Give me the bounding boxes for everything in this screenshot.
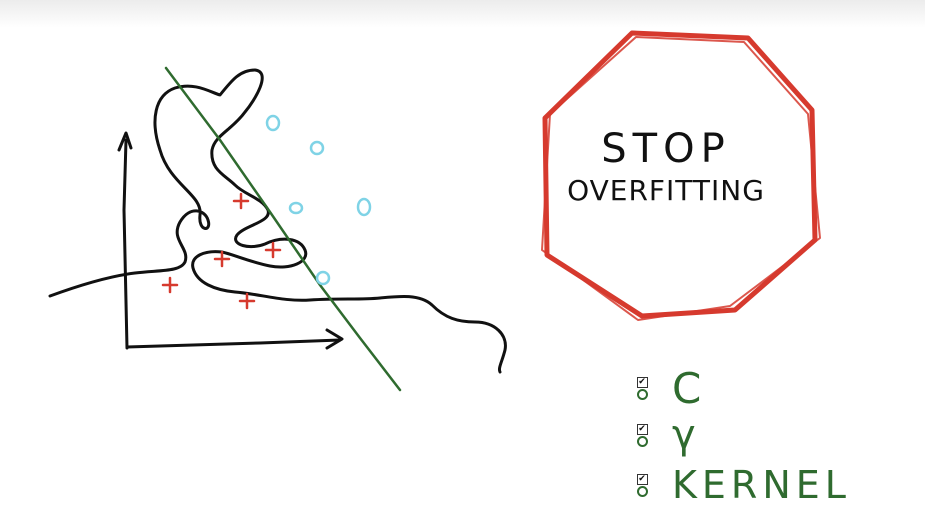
- plus-marker: [264, 241, 282, 259]
- stop-text: STOP: [601, 126, 730, 172]
- circle-marker: [265, 114, 281, 132]
- linear-boundary: [164, 66, 402, 392]
- hyperparameter-checklist: ✔ C ✔ γ ✔ KERNEL: [636, 350, 886, 513]
- x-axis-arrow-icon: [325, 328, 344, 350]
- overfitting-text: OVERFITTING: [567, 174, 765, 207]
- overfit-boundary: [48, 68, 507, 374]
- axes: [117, 131, 344, 350]
- stop-sign: STOP OVERFITTING: [541, 30, 821, 321]
- checkbox-icon: ✔: [636, 423, 648, 447]
- stop-sign-octagon: [542, 30, 818, 319]
- positive-points: [161, 192, 282, 310]
- plus-marker: [161, 276, 179, 294]
- checklist-item-c: ✔ C: [636, 364, 703, 413]
- y-axis: [122, 138, 129, 350]
- checklist-label: γ: [672, 412, 698, 458]
- checklist-item-gamma: ✔ γ: [636, 412, 698, 458]
- top-shadow: [0, 0, 925, 28]
- checkbox-icon: ✔: [636, 473, 648, 497]
- y-axis-arrow-icon: [117, 131, 133, 152]
- circle-marker: [315, 270, 331, 286]
- plus-marker: [232, 192, 250, 210]
- stop-sign-octagon-sketch: [541, 36, 821, 321]
- circle-marker: [356, 197, 372, 217]
- plus-marker: [238, 292, 256, 310]
- checklist-label: C: [672, 364, 704, 413]
- x-axis: [125, 338, 342, 349]
- checkbox-icon: ✔: [636, 377, 648, 400]
- negative-points: [265, 114, 372, 286]
- plus-marker: [213, 250, 231, 268]
- checklist-label: KERNEL: [672, 463, 851, 507]
- checklist-item-kernel: ✔ KERNEL: [636, 463, 851, 507]
- circle-marker: [309, 140, 325, 156]
- circle-marker: [288, 201, 304, 215]
